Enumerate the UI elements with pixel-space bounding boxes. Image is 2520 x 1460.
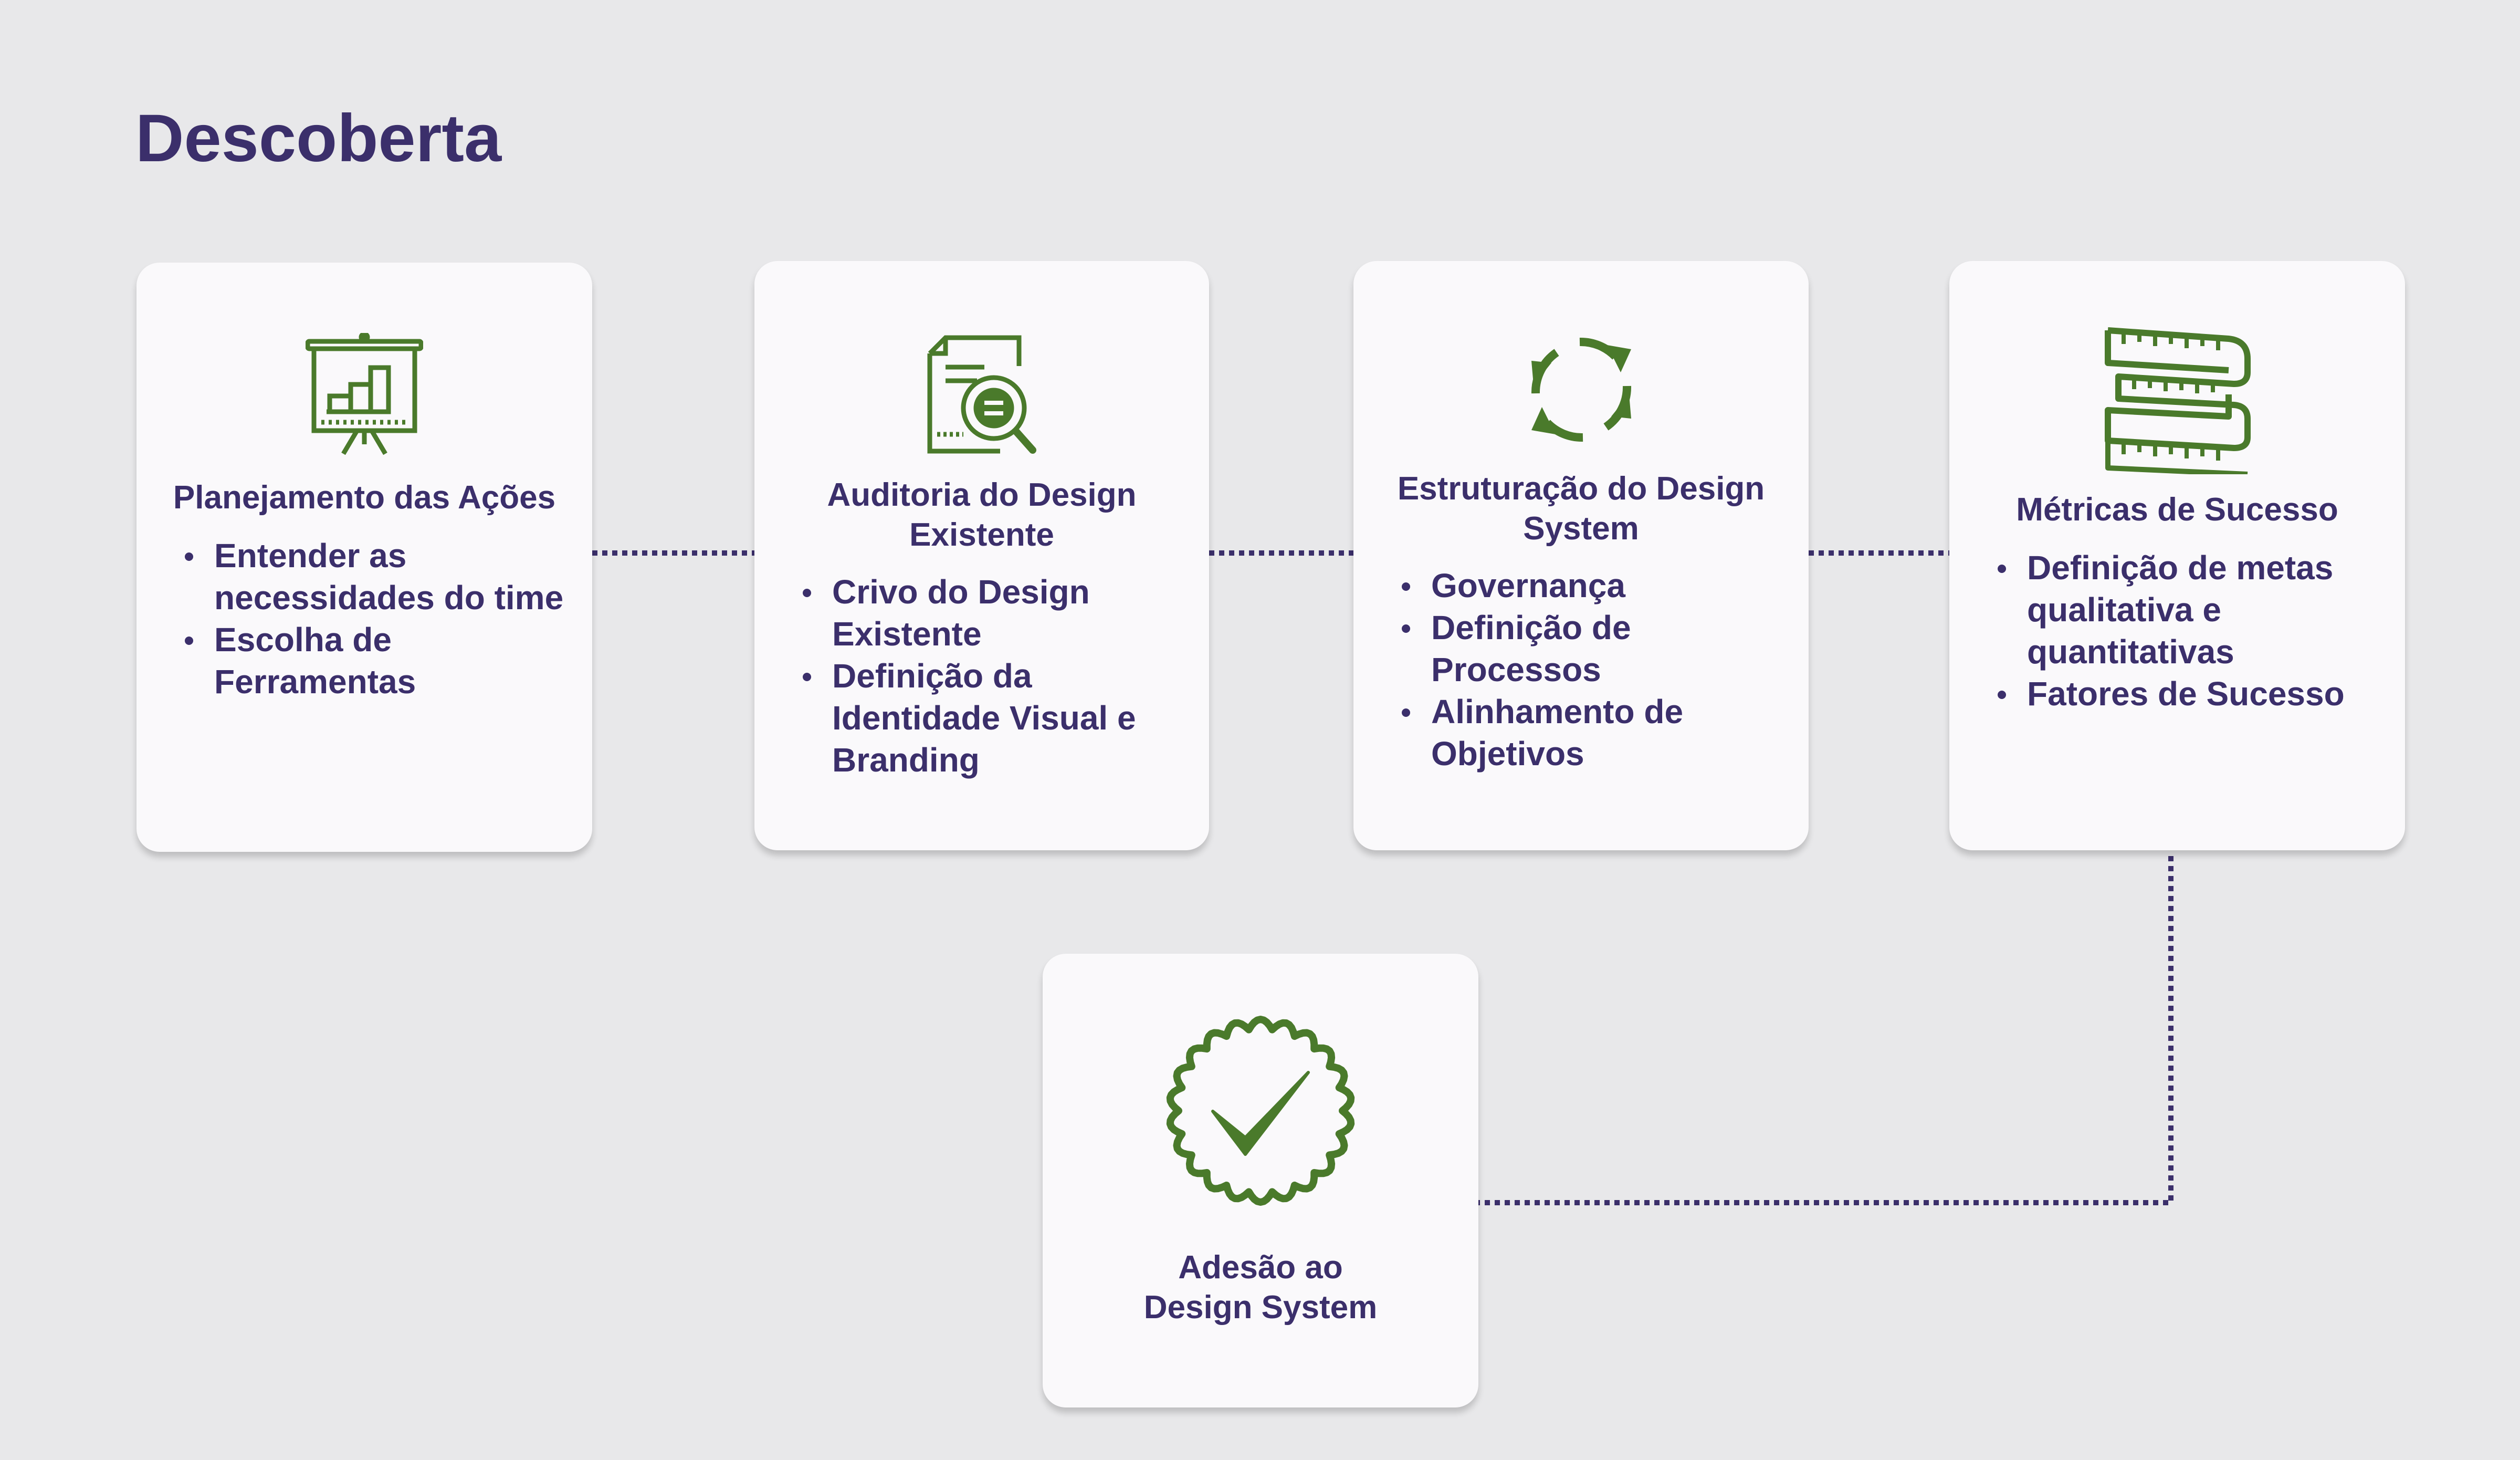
page-title: Descoberta: [135, 101, 502, 176]
refresh-cycle-icon: [1526, 335, 1636, 445]
connector-4-final: [1478, 856, 2174, 1205]
card-metricas: Métricas de Sucesso Definição de metas q…: [1949, 261, 2405, 850]
card-title: Métricas de Sucesso: [2016, 492, 2338, 528]
list-item: Governança: [1402, 565, 1793, 607]
card-title: Estruturação do Design System: [1397, 471, 1765, 547]
list-item: Crivo do Design Existente: [803, 571, 1200, 655]
card-bullet-list: Definição de metas qualitativa e quantit…: [1998, 547, 2395, 715]
list-item: Entender as necessidades do time: [185, 535, 576, 619]
card-bullet-list: Entender as necessidades do time Escolha…: [185, 535, 576, 703]
list-item: Escolha de Ferramentas: [185, 619, 576, 703]
card-planejamento: Planejamento das Ações Entender as neces…: [136, 263, 592, 852]
document-search-icon: [927, 335, 1037, 456]
card-estruturacao: Estruturação do Design System Governança…: [1353, 261, 1809, 850]
card-title: Planejamento das Ações: [173, 479, 556, 516]
card-auditoria: Auditoria do Design Existente Crivo do D…: [754, 261, 1209, 850]
card-bullet-list: Crivo do Design Existente Definição da I…: [803, 571, 1200, 781]
list-item: Definição de metas qualitativa e quantit…: [1998, 547, 2395, 673]
approval-badge-icon: [1164, 1015, 1357, 1207]
list-item: Fatores de Sucesso: [1998, 673, 2395, 715]
list-item: Definição de Processos: [1402, 607, 1793, 691]
card-title: Adesão ao Design System: [1143, 1249, 1378, 1326]
card-bullet-list: Governança Definição de Processos Alinha…: [1402, 565, 1793, 775]
list-item: Alinhamento de Objetivos: [1402, 691, 1793, 775]
card-title: Auditoria do Design Existente: [827, 477, 1137, 553]
presentation-chart-icon: [306, 333, 423, 456]
list-item: Definição da Identidade Visual e Brandin…: [803, 655, 1200, 781]
measuring-tape-icon: [2103, 326, 2252, 474]
card-adesao: Adesão ao Design System: [1043, 954, 1478, 1407]
